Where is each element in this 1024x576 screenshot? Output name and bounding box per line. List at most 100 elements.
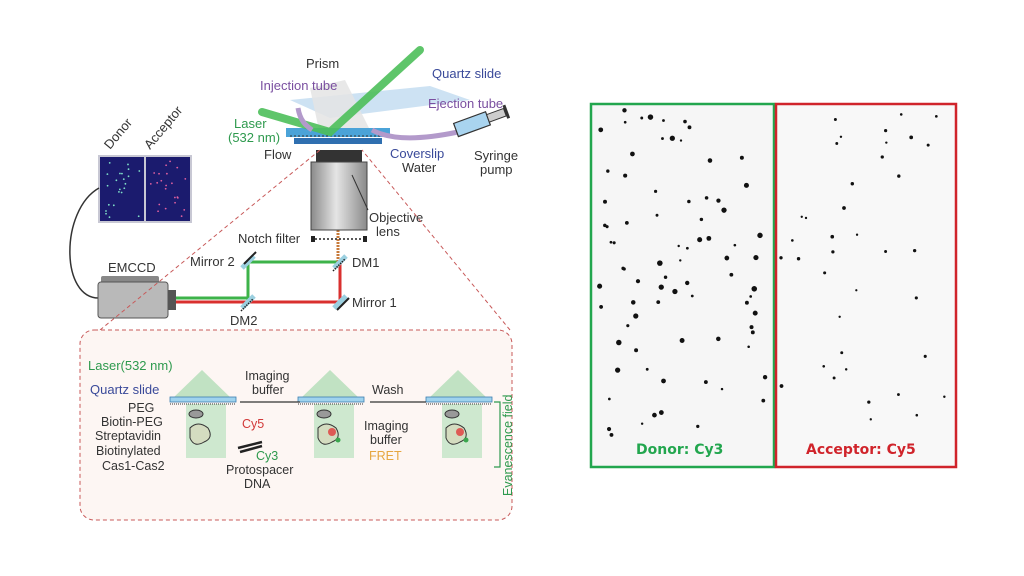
thumb-spot — [127, 175, 130, 178]
syringe-pump — [452, 104, 511, 138]
biotinylated-label: Biotinylated — [96, 444, 161, 458]
donor-spot — [729, 272, 734, 277]
thumb-spot — [118, 188, 121, 191]
objective-label-1: Objective — [369, 210, 423, 225]
acceptor-spot — [830, 234, 835, 239]
thumb-spot — [120, 191, 123, 194]
donor-spot — [622, 108, 627, 113]
thumb-spot — [165, 164, 168, 167]
ejection-tube-label: Ejection tube — [428, 96, 503, 111]
schematic-quartz-label: Quartz slide — [90, 382, 159, 397]
acceptor-spot — [914, 296, 918, 300]
acceptor-spot — [850, 182, 855, 186]
donor-spot — [744, 300, 749, 305]
donor-spot — [743, 182, 749, 188]
donor-spot — [606, 426, 612, 432]
donor-spot — [747, 345, 750, 349]
thumb-spot — [158, 172, 160, 175]
thumb-spot — [105, 212, 107, 215]
dm2 — [240, 294, 256, 312]
thumb-spot — [174, 201, 176, 204]
donor-spot — [623, 173, 628, 178]
objective-label-2: lens — [376, 224, 400, 239]
donor-spot — [615, 367, 621, 373]
biotin-peg-label: Biotin-PEG — [101, 415, 163, 429]
thumb-spot — [127, 163, 129, 166]
donor-spot — [640, 116, 644, 120]
donor-spot — [661, 378, 666, 384]
thumb-spot — [108, 162, 111, 164]
acceptor-spot — [831, 250, 835, 254]
donor-panel-label: Donor: Cy3 — [636, 442, 723, 458]
tirf-stage — [297, 370, 365, 458]
acceptor-spot — [838, 315, 841, 318]
acceptor-spot — [839, 135, 843, 139]
donor-spot — [621, 266, 625, 271]
thumb-spot — [138, 170, 141, 172]
injection-tube — [295, 107, 314, 133]
mirror-2-label: Mirror 2 — [190, 254, 235, 269]
donor-spot — [724, 255, 730, 261]
thumb-spot — [123, 187, 126, 190]
laser-beam — [258, 46, 424, 137]
cas-label: Cas1-Cas2 — [102, 459, 165, 473]
mirror-1-label: Mirror 1 — [352, 295, 397, 310]
donor-spot — [606, 169, 610, 173]
donor-spot — [739, 155, 744, 160]
acceptor-spot — [869, 418, 872, 421]
thumb-spot — [165, 172, 168, 175]
acceptor-spot — [897, 174, 901, 178]
acceptor-spot — [885, 141, 888, 144]
thumb-spot — [157, 210, 159, 213]
thumb-spot — [112, 204, 115, 207]
acceptor-spot — [912, 248, 917, 253]
acceptor-spot — [791, 239, 794, 242]
dm2-label: DM2 — [230, 313, 257, 328]
protospacer-dna-icon — [237, 440, 263, 454]
donor-spot — [762, 374, 768, 380]
thumb-spot — [107, 203, 110, 206]
acceptor-spot — [844, 368, 848, 371]
schematic-laser-label: Laser(532 nm) — [88, 358, 173, 373]
thumb-spot — [176, 196, 179, 199]
acceptor-spot — [934, 114, 938, 118]
emccd-camera: EMCCD — [97, 260, 176, 319]
donor-spot — [677, 244, 680, 248]
donor-spot — [652, 412, 657, 418]
acceptor-spot — [867, 400, 871, 404]
coverslip-label: Coverslip — [390, 146, 444, 161]
thumb-spot — [183, 209, 186, 211]
evanescence-label: Evanescence field — [501, 394, 515, 496]
acceptor-spot — [855, 289, 858, 292]
donor-spot — [757, 232, 763, 239]
acceptor-spot — [832, 376, 836, 380]
donor-spot — [704, 196, 709, 200]
camera-image-thumbnail: Donor Acceptor — [98, 102, 192, 223]
acceptor-spot — [800, 215, 803, 218]
thumb-spot — [105, 210, 107, 212]
donor-spot — [658, 410, 664, 415]
thumb-spot — [176, 166, 179, 169]
donor-spot — [662, 119, 665, 122]
thumb-spot — [164, 187, 167, 190]
thumb-spot — [156, 181, 159, 184]
donor-spot — [706, 235, 712, 241]
acceptor-spot — [926, 143, 930, 147]
wash-label: Wash — [372, 383, 404, 397]
water-label: Water — [402, 160, 437, 175]
donor-thumb-label: Donor — [101, 115, 136, 152]
acceptor-spot — [822, 364, 826, 368]
acceptor-spot — [840, 351, 844, 355]
donor-spot — [687, 199, 691, 204]
acceptor-spot — [779, 256, 783, 260]
donor-spot — [687, 125, 692, 130]
donor-spot — [661, 137, 664, 140]
donor-spot — [679, 259, 682, 262]
notch-filter — [311, 236, 367, 242]
donor-spot — [634, 348, 639, 353]
mirror-2 — [240, 251, 257, 270]
acceptor-spot — [880, 155, 884, 159]
acceptor-spot — [923, 354, 927, 358]
syringe-pump-label-2: pump — [480, 162, 513, 177]
acceptor-spot — [796, 257, 801, 261]
